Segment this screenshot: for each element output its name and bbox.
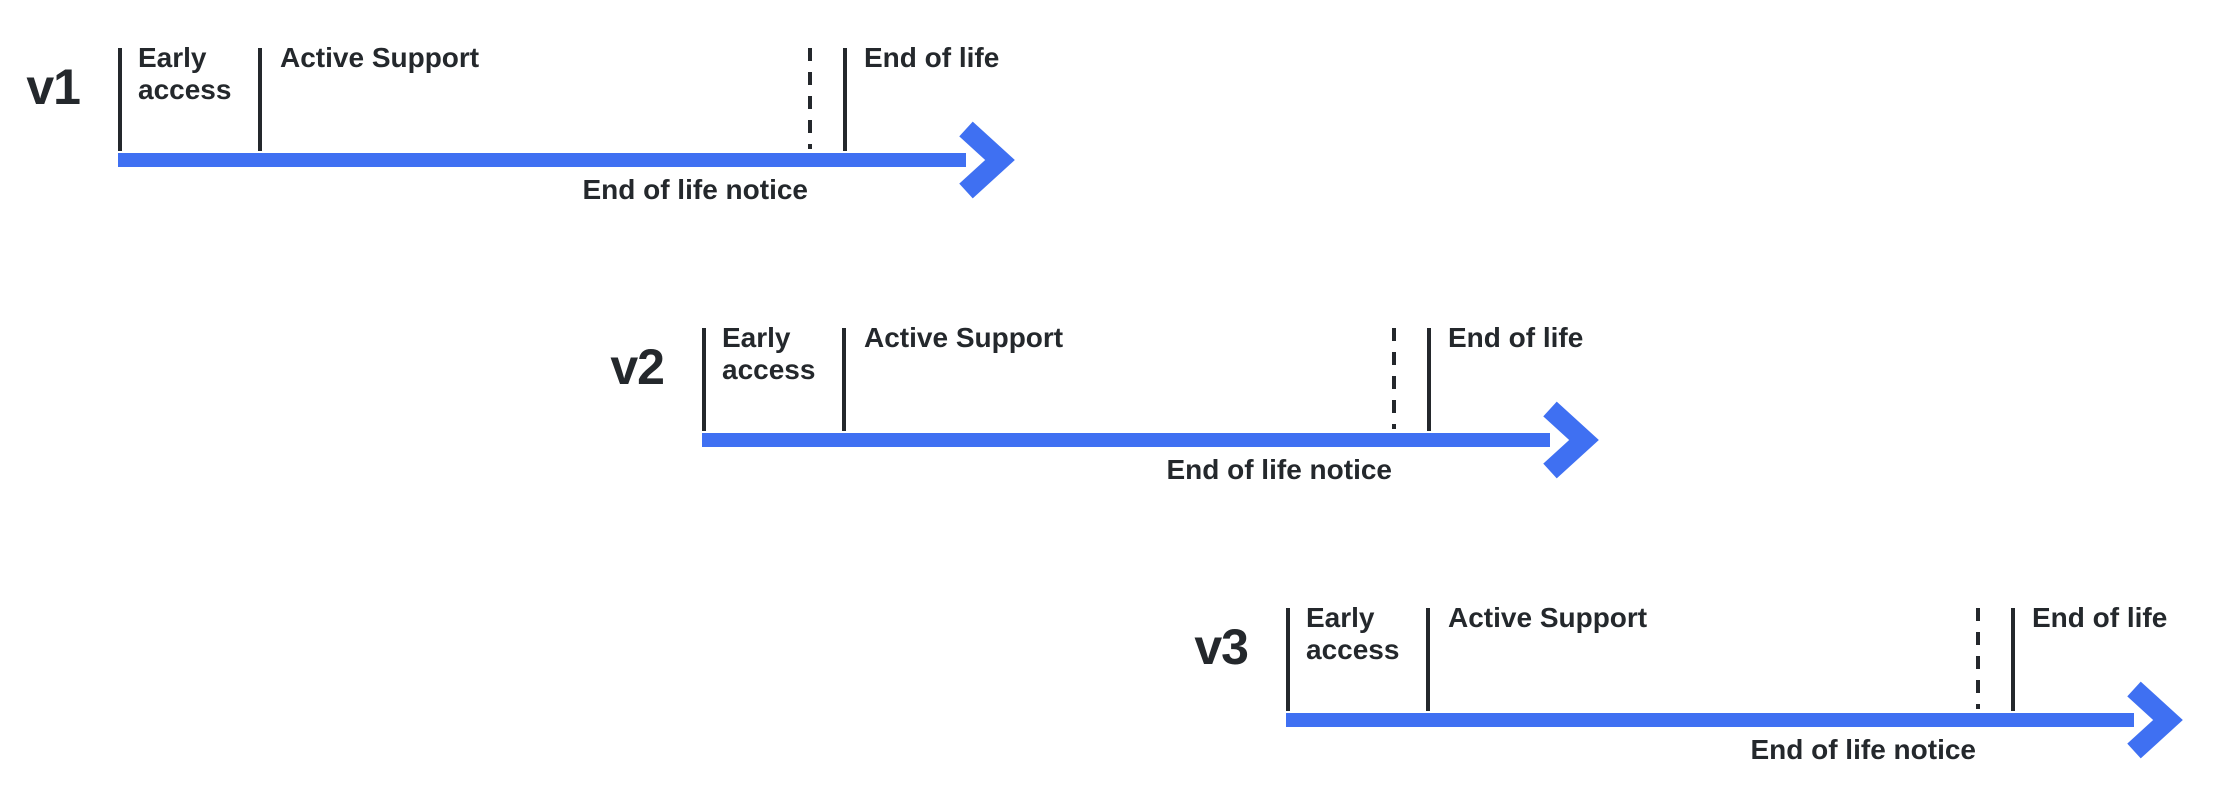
- end-of-life-notice-label: End of life notice: [582, 174, 808, 205]
- end-of-life-label: End of life: [864, 42, 1000, 73]
- early-access-start-tick: [702, 328, 706, 431]
- arrow-head-icon: [959, 121, 1015, 199]
- end-of-life-tick: [2011, 608, 2015, 711]
- active-support-label: Active Support: [280, 42, 480, 73]
- early-access-label: Early access: [138, 42, 232, 106]
- early-access-start-tick: [1286, 608, 1290, 711]
- end-of-life-notice-label: End of life notice: [1166, 454, 1392, 485]
- active-support-label: Active Support: [1448, 602, 1648, 633]
- active-support-label: Active Support: [864, 322, 1064, 353]
- arrow-head-icon: [1543, 401, 1599, 479]
- active-support-start-tick: [258, 48, 262, 151]
- early-access-label: Early access: [722, 322, 816, 386]
- active-support-start-tick: [842, 328, 846, 431]
- timeline-row-v2: v2 Early access Active Support End of li…: [610, 322, 1822, 528]
- timeline-bar: [118, 153, 966, 167]
- end-of-life-notice-dashed-line: [1392, 328, 1396, 429]
- version-label: v2: [610, 339, 665, 395]
- arrow-head-icon: [2127, 681, 2183, 759]
- timeline-row-v3: v3 Early access Active Support End of li…: [1194, 602, 2228, 808]
- timeline-row-v1: v1 Early access Active Support End of li…: [26, 42, 1238, 248]
- end-of-life-tick: [843, 48, 847, 151]
- end-of-life-notice-dashed-line: [808, 48, 812, 149]
- end-of-life-tick: [1427, 328, 1431, 431]
- active-support-start-tick: [1426, 608, 1430, 711]
- version-label: v1: [26, 59, 81, 115]
- end-of-life-label: End of life: [2032, 602, 2168, 633]
- end-of-life-notice-dashed-line: [1976, 608, 1980, 709]
- timeline-bar: [702, 433, 1550, 447]
- timeline-bar: [1286, 713, 2134, 727]
- end-of-life-label: End of life: [1448, 322, 1584, 353]
- early-access-label: Early access: [1306, 602, 1400, 666]
- version-label: v3: [1194, 619, 1249, 675]
- early-access-start-tick: [118, 48, 122, 151]
- end-of-life-notice-label: End of life notice: [1750, 734, 1976, 765]
